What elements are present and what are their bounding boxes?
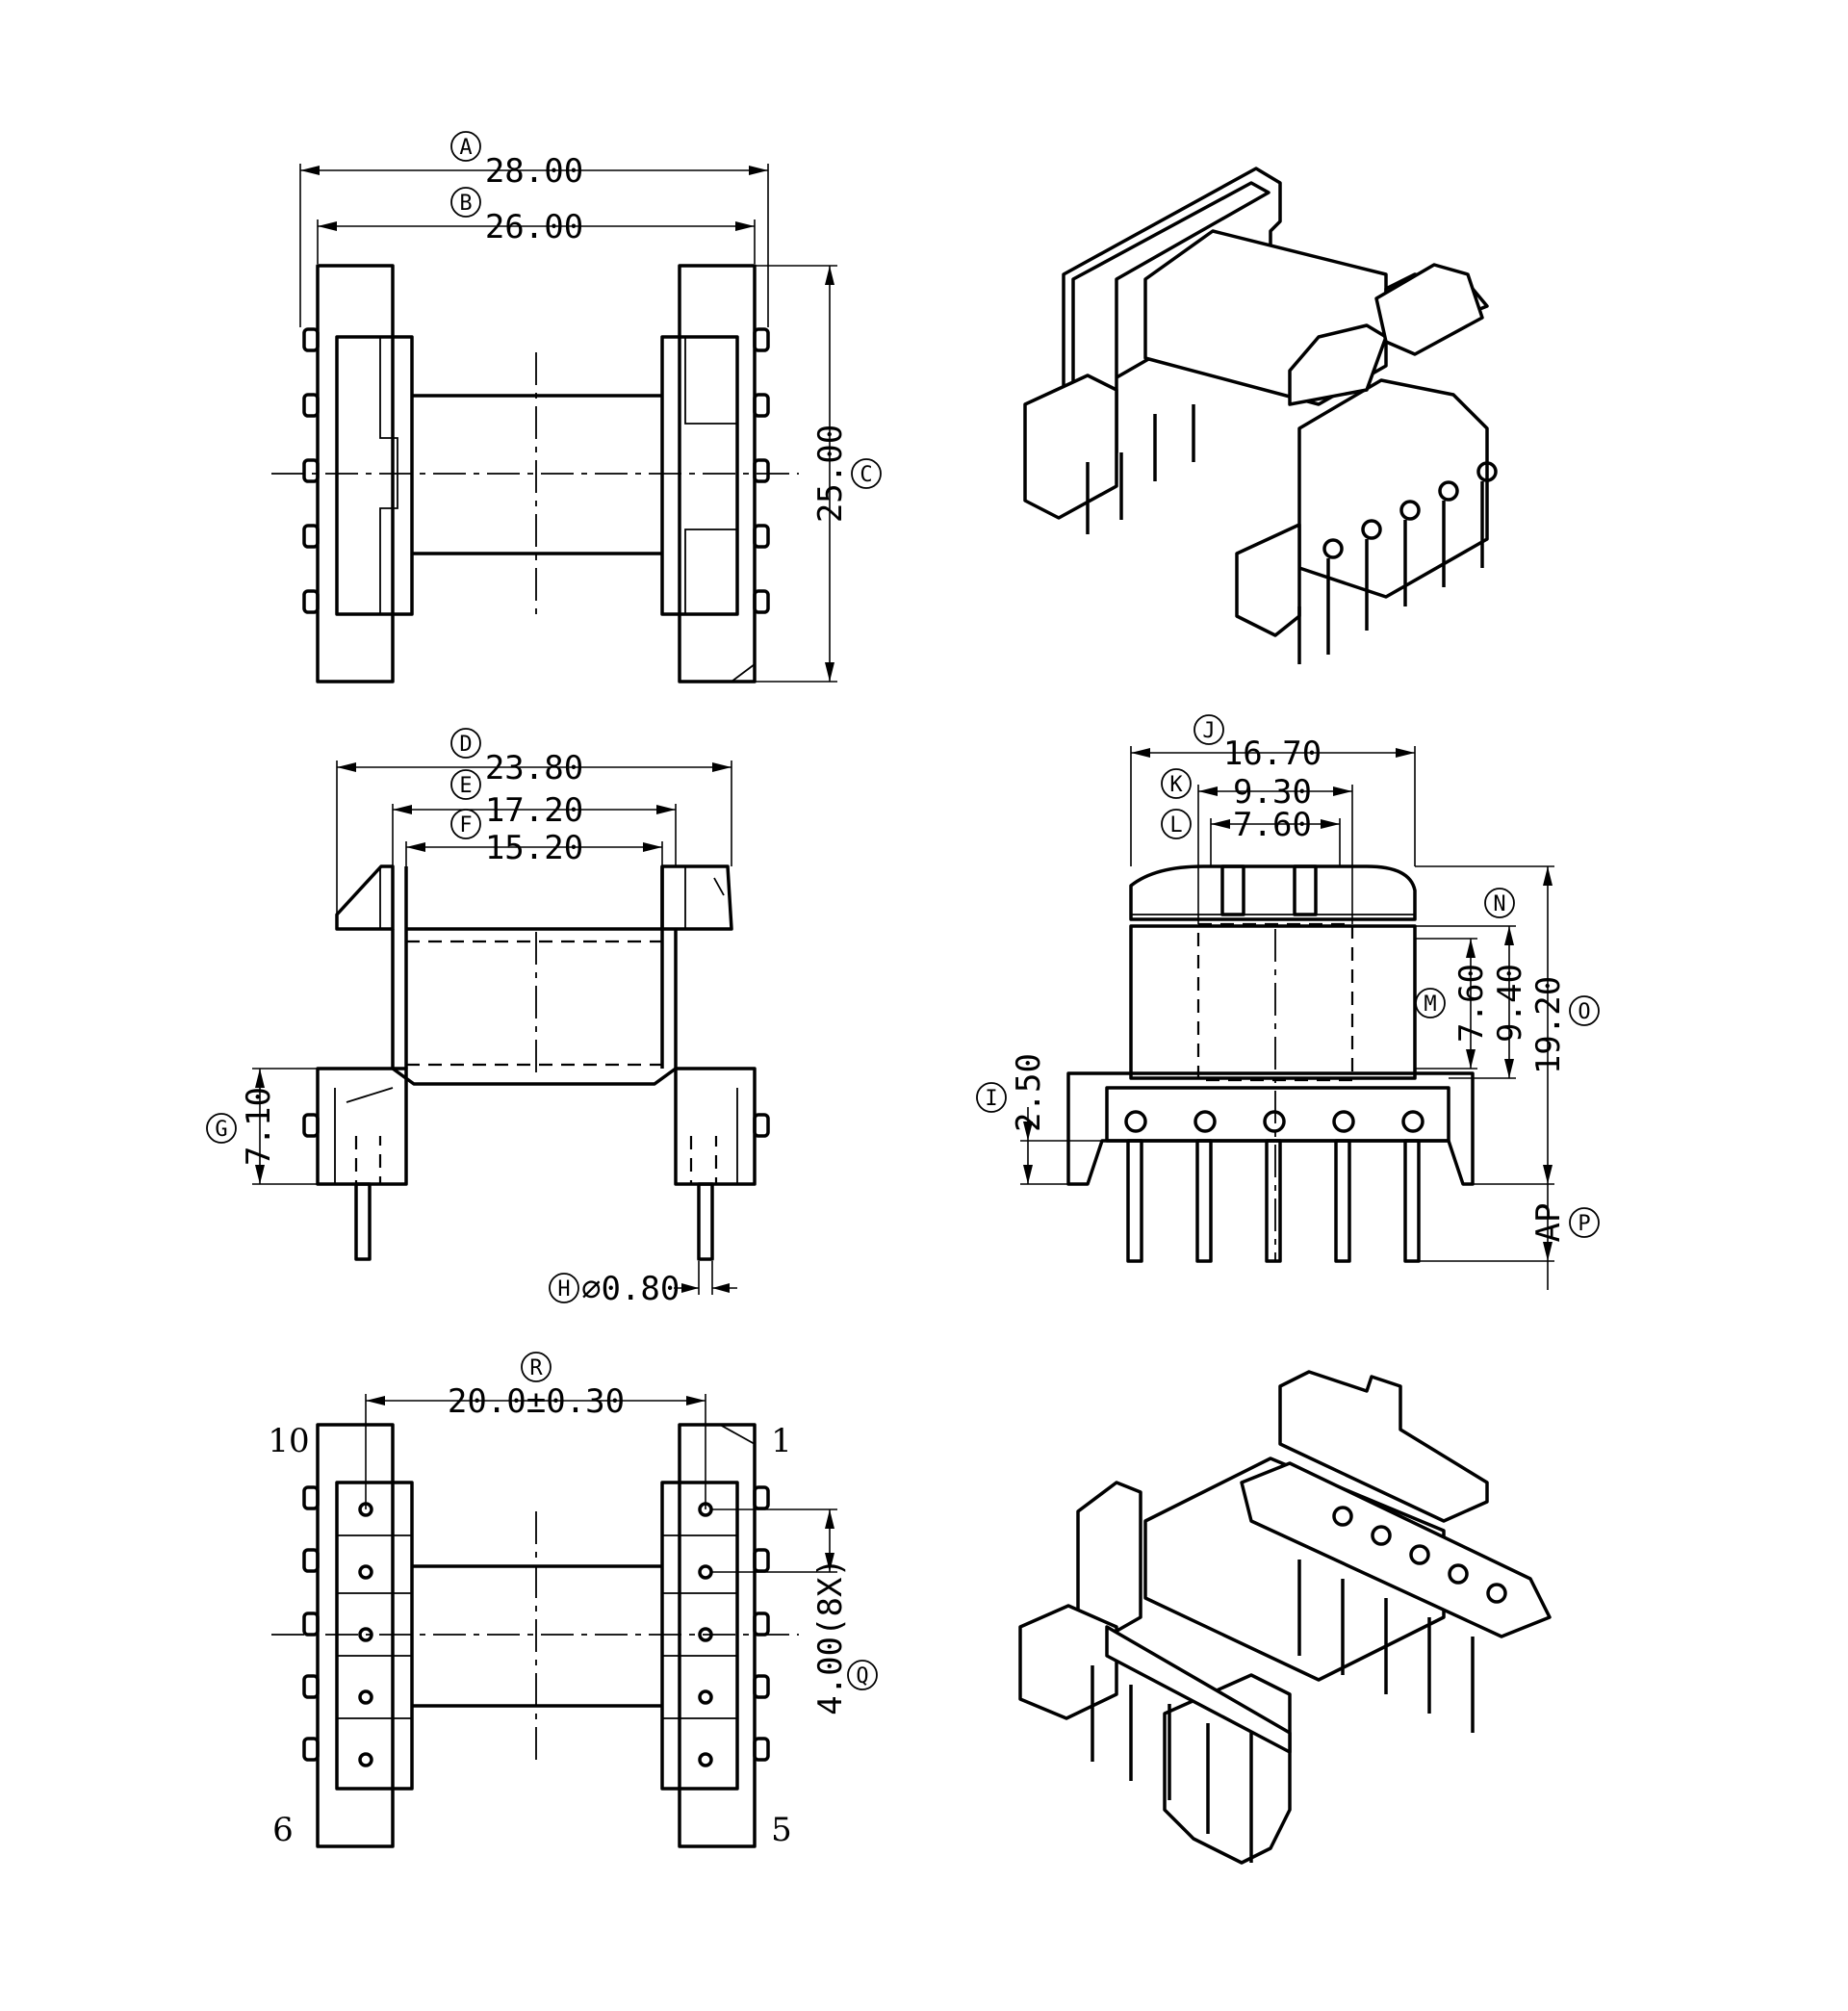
label-a: A xyxy=(459,136,472,160)
dim-q: 4.00(8X) xyxy=(811,1558,850,1715)
dim-a: 28.00 xyxy=(485,152,583,191)
label-j: J xyxy=(1202,719,1215,743)
label-i: I xyxy=(985,1087,997,1111)
label-d: D xyxy=(459,733,472,757)
label-p: P xyxy=(1578,1212,1590,1236)
label-e: E xyxy=(459,774,472,798)
pin-6-label: 6 xyxy=(272,1811,294,1849)
label-k: K xyxy=(1169,773,1183,797)
side-view: J 16.70 K 9.30 L 7.60 7.60 M 9.40 N xyxy=(976,714,1600,1290)
dim-l: 7.60 xyxy=(1233,806,1312,844)
bottom-view: R 20.0±0.30 4.00(8X) Q 10 1 6 5 xyxy=(268,1352,878,1849)
pin-5-label: 5 xyxy=(771,1811,792,1849)
label-n: N xyxy=(1493,892,1505,916)
dim-k: 9.30 xyxy=(1233,773,1312,812)
dim-m: 7.60 xyxy=(1452,964,1491,1043)
dim-b: 26.00 xyxy=(485,208,583,246)
label-b: B xyxy=(459,192,472,216)
pin-10-label: 10 xyxy=(268,1422,309,1460)
label-g: G xyxy=(215,1118,227,1142)
dim-p: AP xyxy=(1529,1203,1568,1243)
dim-o: 19.20 xyxy=(1529,976,1568,1074)
dim-g: 7.10 xyxy=(240,1087,278,1166)
dim-i: 2.50 xyxy=(1010,1053,1048,1132)
dim-r: 20.0±0.30 xyxy=(448,1382,625,1421)
pin-1-label: 1 xyxy=(771,1422,792,1460)
label-o: O xyxy=(1578,1000,1590,1024)
dim-f: 15.20 xyxy=(485,829,583,867)
dim-d: 23.80 xyxy=(485,749,583,787)
dim-n: 9.40 xyxy=(1491,964,1529,1043)
label-r: R xyxy=(529,1356,543,1380)
top-view: A 28.00 B 26.00 25.00 C xyxy=(271,131,882,683)
label-h: H xyxy=(557,1277,570,1302)
isometric-view-bottom xyxy=(1018,1370,1552,1865)
label-f: F xyxy=(459,813,472,838)
dim-h: ⌀0.80 xyxy=(581,1270,680,1308)
label-m: M xyxy=(1424,993,1436,1017)
isometric-view-top xyxy=(1023,167,1498,664)
dim-j: 16.70 xyxy=(1223,735,1322,773)
label-q: Q xyxy=(856,1664,868,1689)
front-view: D 23.80 E 17.20 F 15.20 7.10 G H ⌀0.80 xyxy=(206,728,770,1308)
dim-c: 25.00 xyxy=(811,425,850,523)
label-l: L xyxy=(1169,813,1182,838)
dim-e: 17.20 xyxy=(485,791,583,830)
label-c: C xyxy=(860,463,872,487)
